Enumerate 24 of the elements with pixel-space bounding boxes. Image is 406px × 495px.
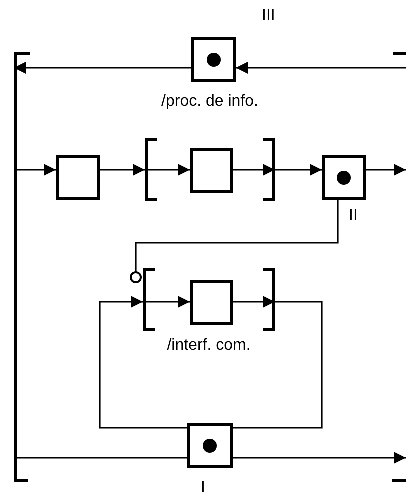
arrow <box>143 296 190 308</box>
arrow <box>233 164 275 176</box>
process-box <box>56 155 100 200</box>
arrow <box>100 164 145 176</box>
bracket-group <box>145 92 275 200</box>
group-label: /proc. de info. <box>162 92 258 112</box>
token-box <box>322 155 366 200</box>
roman-numeral: I <box>201 478 206 495</box>
arrow <box>145 164 190 176</box>
arrow <box>275 164 322 176</box>
group-label: /interf. com. <box>167 336 251 356</box>
arrow <box>233 296 275 308</box>
roman-numeral: III <box>262 6 276 26</box>
roman-numeral: II <box>349 206 358 226</box>
process-box <box>190 280 233 325</box>
arrow <box>14 62 191 74</box>
arrow <box>236 62 406 74</box>
process-box <box>190 148 233 193</box>
arrow <box>99 296 187 429</box>
arrow <box>14 164 56 176</box>
token-box <box>187 423 233 468</box>
token-box <box>191 37 236 82</box>
arrow <box>366 164 406 176</box>
arrow <box>233 452 406 464</box>
